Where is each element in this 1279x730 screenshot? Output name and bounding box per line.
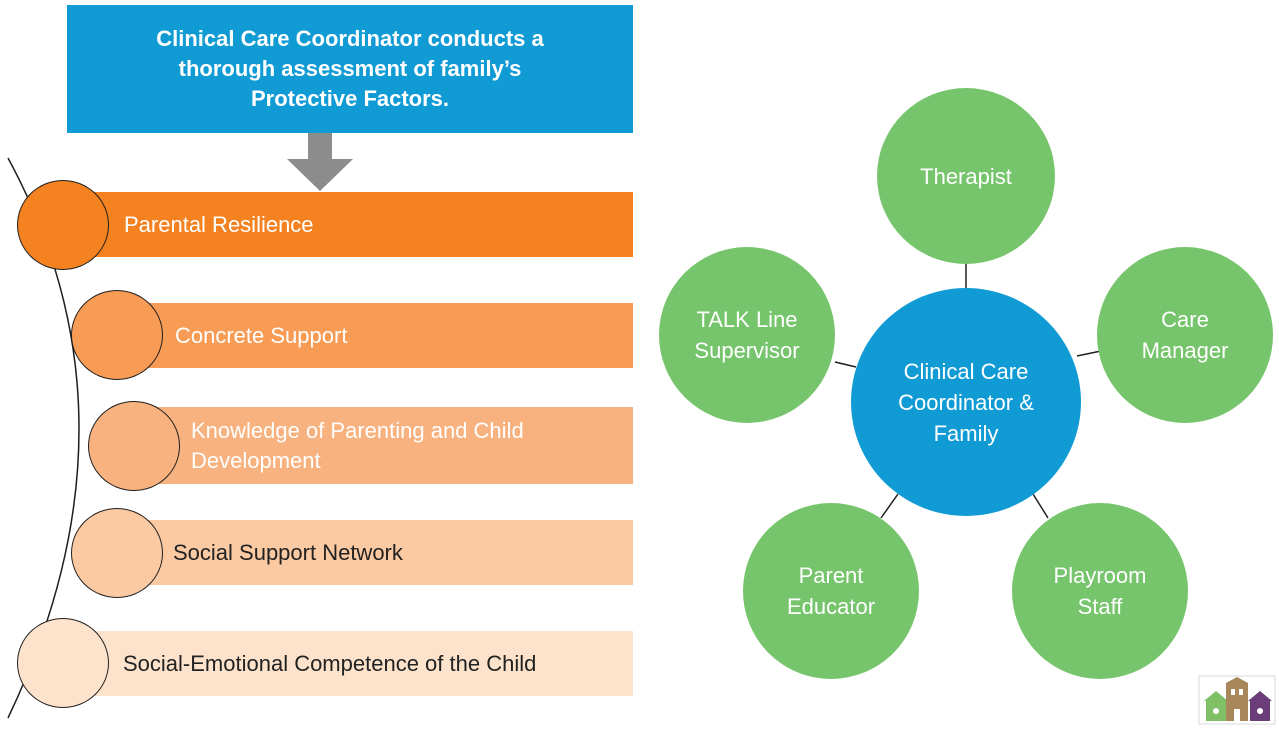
team-member-talk-line-supervisor: TALK Line Supervisor (659, 247, 835, 423)
factor-bar-concrete-support: Concrete Support (117, 303, 633, 368)
factor-label: Social Support Network (173, 539, 403, 565)
factor-dot (71, 290, 163, 380)
factor-bar-parental-resilience: Parental Resilience (64, 192, 633, 257)
houses-logo-icon (1198, 675, 1276, 725)
team-member-label: Playroom Staff (1053, 563, 1147, 619)
team-member-parent-educator: Parent Educator (743, 503, 919, 679)
factor-bar-knowledge-of-parenting: Knowledge of Parenting and Child Develop… (133, 407, 633, 484)
factor-label: Knowledge of Parenting and Child Develop… (191, 417, 524, 473)
factor-label: Social-Emotional Competence of the Child (123, 650, 537, 676)
assessment-header: Clinical Care Coordinator conducts a tho… (67, 5, 633, 133)
factor-label: Concrete Support (175, 322, 348, 348)
team-member-label: TALK Line Supervisor (694, 307, 800, 363)
factor-dot (17, 618, 109, 708)
team-center-label: Clinical Care Coordinator & Family (898, 358, 1034, 446)
factor-bar-social-support-network: Social Support Network (117, 520, 633, 585)
team-member-label: Care Manager (1141, 307, 1229, 363)
factor-dot (17, 180, 109, 270)
factor-dot (88, 401, 180, 491)
team-member-label: Therapist (920, 163, 1012, 189)
team-member-label: Parent Educator (786, 563, 876, 619)
factor-bar-social-emotional-competence: Social-Emotional Competence of the Child (64, 631, 633, 696)
factor-label: Parental Resilience (124, 211, 314, 237)
factor-dot (71, 508, 163, 598)
team-member-playroom-staff: Playroom Staff (1012, 503, 1188, 679)
assessment-header-text: Clinical Care Coordinator conducts a tho… (156, 26, 544, 111)
down-arrow-icon (287, 133, 353, 191)
team-center-coordinator-family: Clinical Care Coordinator & Family (851, 288, 1081, 516)
team-member-therapist: Therapist (877, 88, 1055, 264)
team-member-care-manager: Care Manager (1097, 247, 1273, 423)
